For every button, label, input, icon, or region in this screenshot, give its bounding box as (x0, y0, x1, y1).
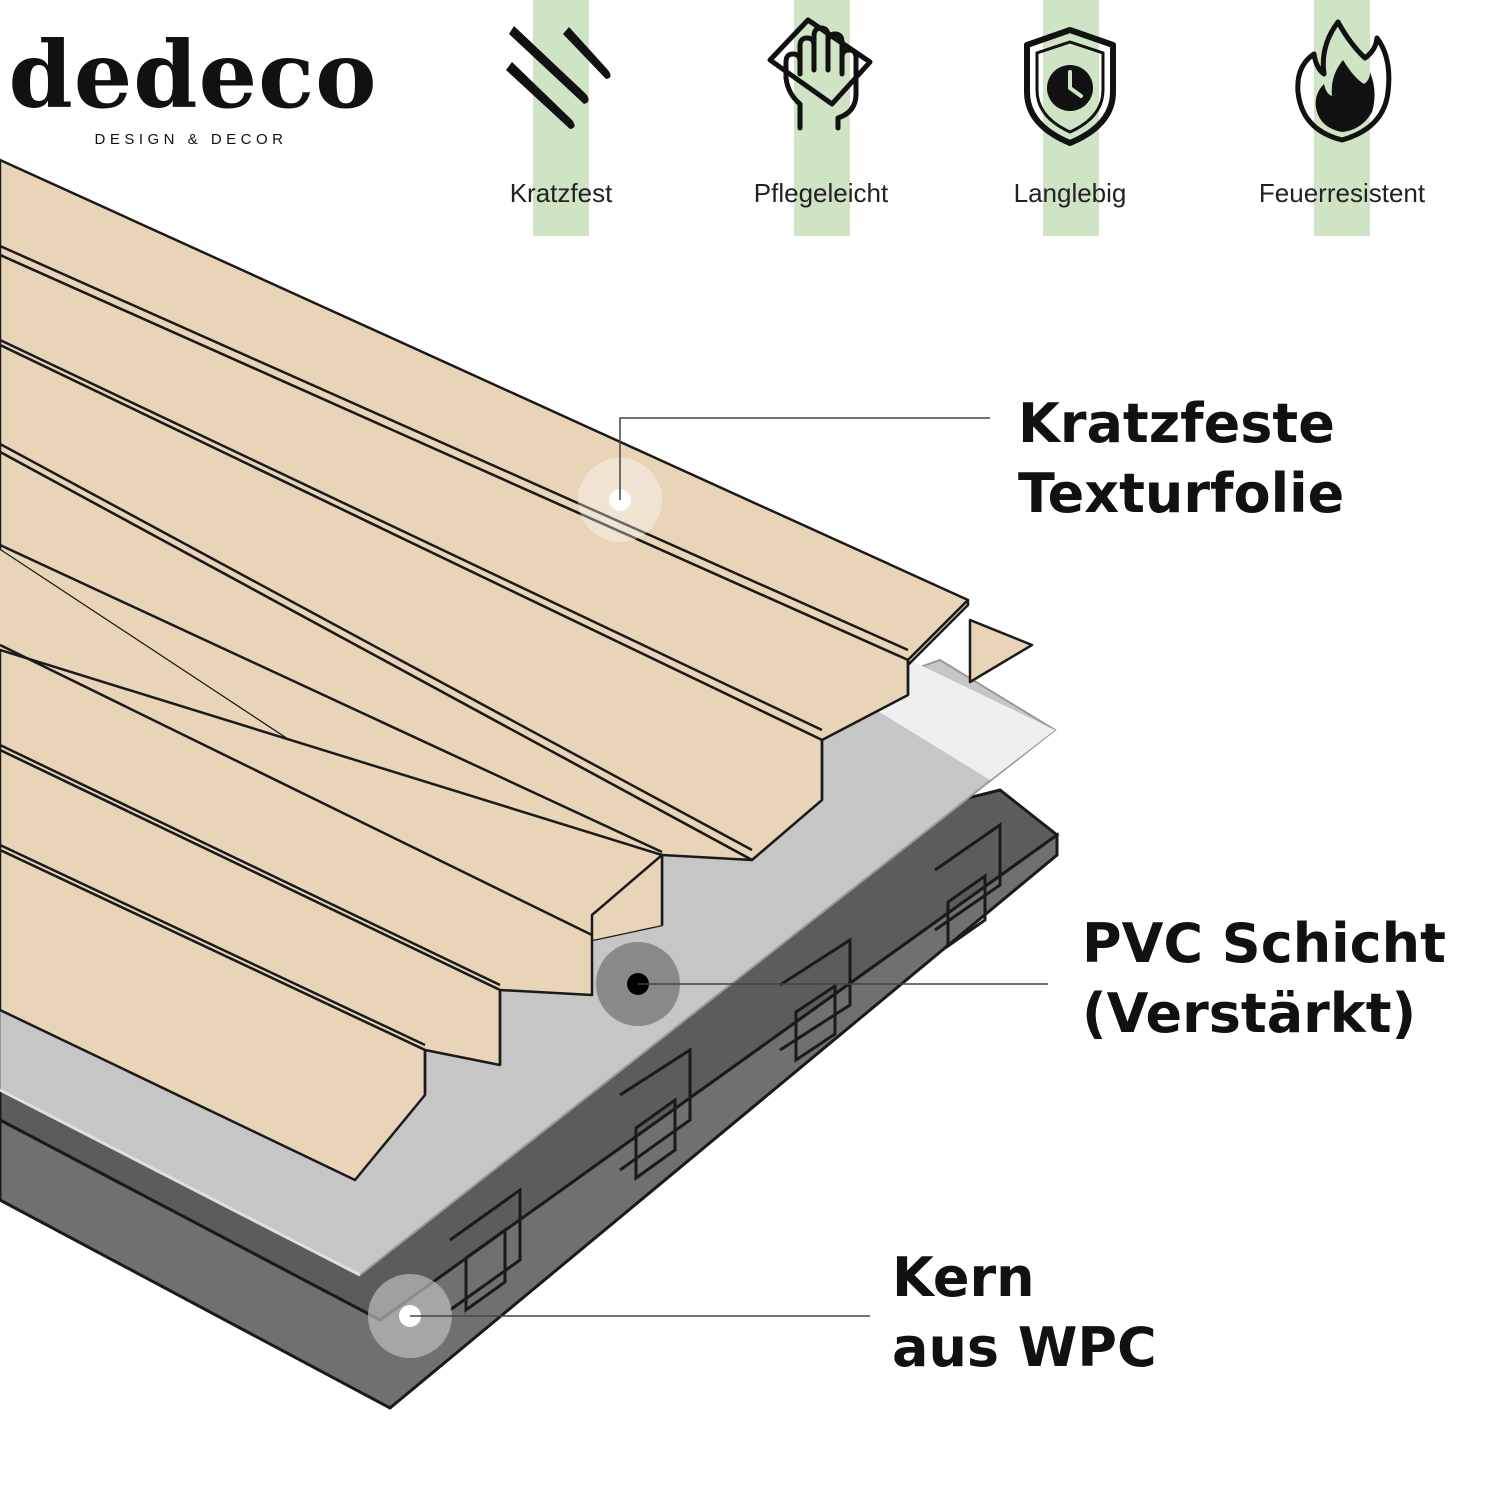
flame-icon (1295, 19, 1392, 143)
foil-slat-8 (0, 848, 427, 1182)
brand-logo: dedeco DESIGN & DECOR (8, 21, 377, 148)
foil-layer (0, 158, 1034, 1182)
foil-strip-edge (968, 618, 1034, 684)
feature-label-feuerresistent: Feuerresistent (1259, 178, 1426, 208)
brand-tagline: DESIGN & DECOR (94, 131, 287, 148)
callout-foil-line1: Kratzfeste (1018, 392, 1335, 455)
feature-label-langlebig: Langlebig (1014, 178, 1127, 208)
callout-core: Kern aus WPC (368, 1246, 1157, 1379)
foil-slat-3 (0, 343, 824, 862)
callout-foil-leader (619, 417, 990, 500)
foil-groove-lines (0, 244, 909, 1047)
callout-foil-line2: Texturfolie (1018, 462, 1344, 525)
scratch-icon (506, 26, 611, 129)
feature-bars (533, 0, 1370, 236)
shield-clock-icon (1024, 27, 1116, 146)
callout-pvc-line2: (Verstärkt) (1082, 982, 1416, 1045)
callout-core-line2: aus WPC (892, 1316, 1157, 1379)
callout-foil: Kratzfeste Texturfolie (578, 392, 1344, 542)
brand-name: dedeco (8, 21, 377, 129)
hand-cloth-icon (767, 17, 873, 131)
core-ribs (449, 822, 1002, 1313)
foil-slat-7 (0, 748, 502, 1067)
feature-label-pflegeleicht: Pflegeleicht (754, 178, 889, 208)
callout-core-line1: Kern (892, 1246, 1035, 1309)
feature-label-kratzfest: Kratzfest (510, 178, 613, 208)
callout-pvc-line1: PVC Schicht (1082, 912, 1446, 975)
callout-pvc: PVC Schicht (Verstärkt) (596, 912, 1446, 1045)
foil-slat-2 (0, 253, 910, 742)
